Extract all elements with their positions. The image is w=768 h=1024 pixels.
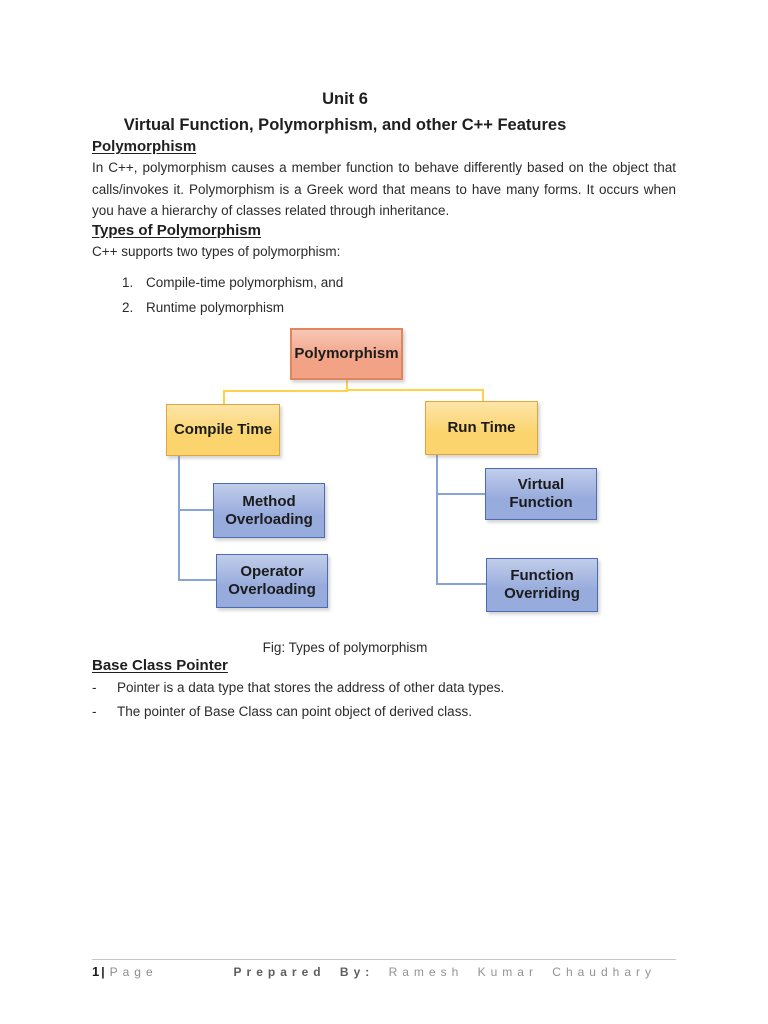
- list-number: 2.: [122, 299, 134, 315]
- diagram-node-compile-time: Compile Time: [166, 404, 280, 456]
- list-item: - The pointer of Base Class can point ob…: [92, 701, 676, 723]
- connector-root-to-run-horizontal: [346, 389, 484, 391]
- diagram-node-operator-overloading: Operator Overloading: [216, 554, 328, 608]
- connector-to-function-overriding: [436, 583, 486, 585]
- connector-to-method-overloading: [178, 509, 213, 511]
- connector-compile-drop: [223, 390, 225, 404]
- connector-run-vertical: [436, 455, 438, 584]
- connector-to-operator-overloading: [178, 579, 216, 581]
- page-number-label: 1|Page: [92, 964, 158, 979]
- list-text: Compile-time polymorphism, and: [146, 275, 344, 290]
- list-number: 1.: [122, 275, 134, 290]
- title-block: Unit 6 Virtual Function, Polymorphism, a…: [92, 0, 676, 138]
- diagram-node-function-overriding: Function Overriding: [486, 558, 598, 612]
- diagram-node-virtual-function: Virtual Function: [485, 468, 597, 520]
- list-item: - Pointer is a data type that stores the…: [92, 677, 676, 699]
- prepared-by: Prepared By: Ramesh Kumar Chaudhary: [234, 965, 656, 979]
- diagram-node-method-overloading: Method Overloading: [213, 483, 325, 538]
- footer-separator: |: [101, 965, 110, 979]
- page-content: Unit 6 Virtual Function, Polymorphism, a…: [92, 0, 676, 725]
- prepared-by-name: Ramesh Kumar Chaudhary: [388, 965, 656, 979]
- polymorphism-paragraph: In C++, polymorphism causes a member fun…: [92, 160, 676, 218]
- prepared-by-label: Prepared By:: [233, 965, 375, 979]
- heading-base-class-pointer: Base Class Pointer: [92, 657, 228, 674]
- connector-to-virtual-function: [436, 493, 485, 495]
- figure-caption: Fig: Types of polymorphism: [262, 640, 428, 655]
- connector-run-drop: [482, 389, 484, 401]
- connector-compile-vertical: [178, 456, 180, 580]
- diagram-node-run-time: Run Time: [425, 401, 538, 455]
- page-word: Page: [109, 965, 158, 979]
- list-text: Pointer is a data type that stores the a…: [117, 680, 505, 695]
- dash-bullet: -: [92, 680, 97, 695]
- polymorphism-diagram: Polymorphism Compile Time Run Time Metho…: [92, 328, 676, 613]
- list-item: 2. Runtime polymorphism: [92, 297, 676, 319]
- unit-title: Unit 6: [322, 90, 368, 108]
- types-numbered-list: 1. Compile-time polymorphism, and 2. Run…: [92, 272, 676, 318]
- diagram-node-polymorphism: Polymorphism: [290, 328, 403, 380]
- list-text: The pointer of Base Class can point obje…: [117, 704, 472, 719]
- connector-root-to-compile-horizontal: [223, 390, 348, 392]
- footer-divider: [92, 959, 676, 960]
- types-intro: C++ supports two types of polymorphism:: [92, 243, 341, 259]
- list-text: Runtime polymorphism: [146, 299, 285, 315]
- list-item: 1. Compile-time polymorphism, and: [92, 272, 676, 294]
- page-footer: 1|Page Prepared By: Ramesh Kumar Chaudha…: [92, 964, 676, 979]
- base-class-pointer-list: - Pointer is a data type that stores the…: [92, 677, 676, 723]
- connector-root-stub: [346, 380, 348, 391]
- chapter-title: Virtual Function, Polymorphism, and othe…: [123, 116, 567, 134]
- page-number: 1: [92, 964, 102, 979]
- heading-types-of-polymorphism: Types of Polymorphism: [92, 221, 261, 239]
- dash-bullet: -: [92, 704, 97, 719]
- heading-polymorphism: Polymorphism: [92, 138, 197, 155]
